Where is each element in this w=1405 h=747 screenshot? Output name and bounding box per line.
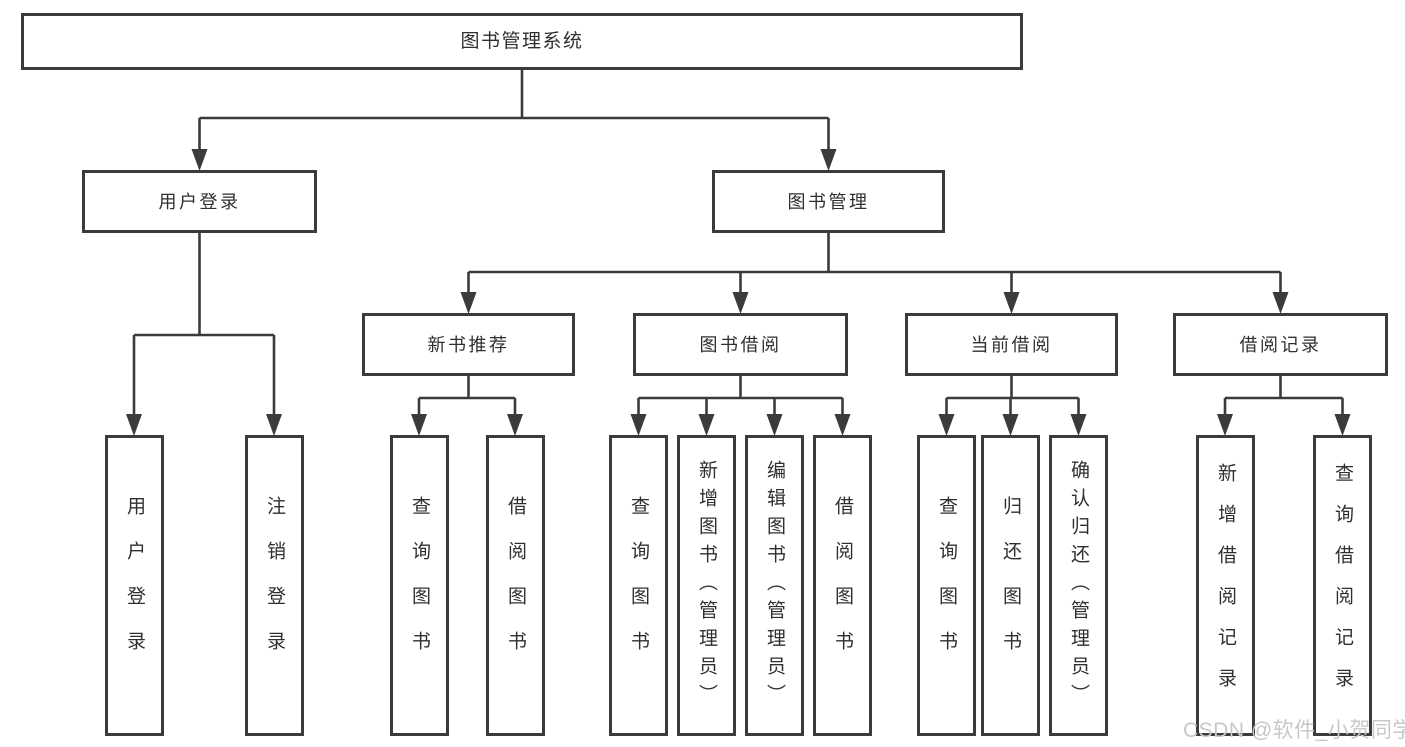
arrow-down-icon	[1272, 292, 1289, 314]
node-current-borrowing: 当前借阅	[905, 313, 1118, 376]
arrow-down-icon	[834, 414, 851, 436]
leaf-borrow-books: 借阅图书	[813, 435, 872, 736]
node-user-login: 用户登录	[82, 170, 317, 233]
arrow-down-icon	[507, 414, 523, 436]
leaf-add-books-admin: 新增图书（管理员）	[677, 435, 736, 736]
arrow-down-icon	[126, 414, 142, 436]
leaf-logout-login: 注销登录	[245, 435, 304, 736]
arrow-down-icon	[820, 149, 837, 171]
arrow-down-icon	[766, 414, 783, 436]
node-new-book-recommend: 新书推荐	[362, 313, 575, 376]
node-book-borrowing: 图书借阅	[633, 313, 848, 376]
arrow-down-icon	[1003, 292, 1020, 314]
node-book-management: 图书管理	[712, 170, 945, 233]
arrow-down-icon	[1217, 414, 1233, 436]
arrow-down-icon	[460, 292, 477, 314]
leaf-confirm-return-admin: 确认归还（管理员）	[1049, 435, 1108, 736]
arrow-down-icon	[630, 414, 647, 436]
arrow-down-icon	[1070, 414, 1087, 436]
node-borrowing-records: 借阅记录	[1173, 313, 1388, 376]
leaf-return-books: 归还图书	[981, 435, 1040, 736]
leaf-query-books-recommend: 查询图书	[390, 435, 449, 736]
connector-book-mgmt-children	[460, 231, 1289, 314]
connector-user-login-children	[126, 231, 282, 436]
node-library-management-system: 图书管理系统	[21, 13, 1023, 70]
csdn-watermark: CSDN @软件_小贺同学	[1183, 719, 1405, 742]
arrow-down-icon	[732, 292, 749, 314]
connector-borrow-records-children	[1217, 374, 1351, 436]
arrow-down-icon	[1002, 414, 1019, 436]
connector-root-to-level2	[191, 68, 837, 171]
leaf-add-borrow-record: 新增借阅记录	[1196, 435, 1255, 736]
arrow-down-icon	[1334, 414, 1351, 436]
leaf-borrow-books-recommend: 借阅图书	[486, 435, 545, 736]
leaf-user-login: 用户登录	[105, 435, 164, 736]
arrow-down-icon	[938, 414, 955, 436]
connector-current-borrow-children	[938, 374, 1087, 436]
leaf-query-books-borrow: 查询图书	[609, 435, 668, 736]
arrow-down-icon	[191, 149, 208, 171]
leaf-query-books-current: 查询图书	[917, 435, 976, 736]
arrow-down-icon	[411, 414, 427, 436]
leaf-edit-books-admin: 编辑图书（管理员）	[745, 435, 804, 736]
connector-book-borrow-children	[630, 374, 851, 436]
arrow-down-icon	[266, 414, 282, 436]
leaf-query-borrow-record: 查询借阅记录	[1313, 435, 1372, 736]
connector-new-book-rec-children	[411, 374, 523, 436]
arrow-down-icon	[698, 414, 715, 436]
